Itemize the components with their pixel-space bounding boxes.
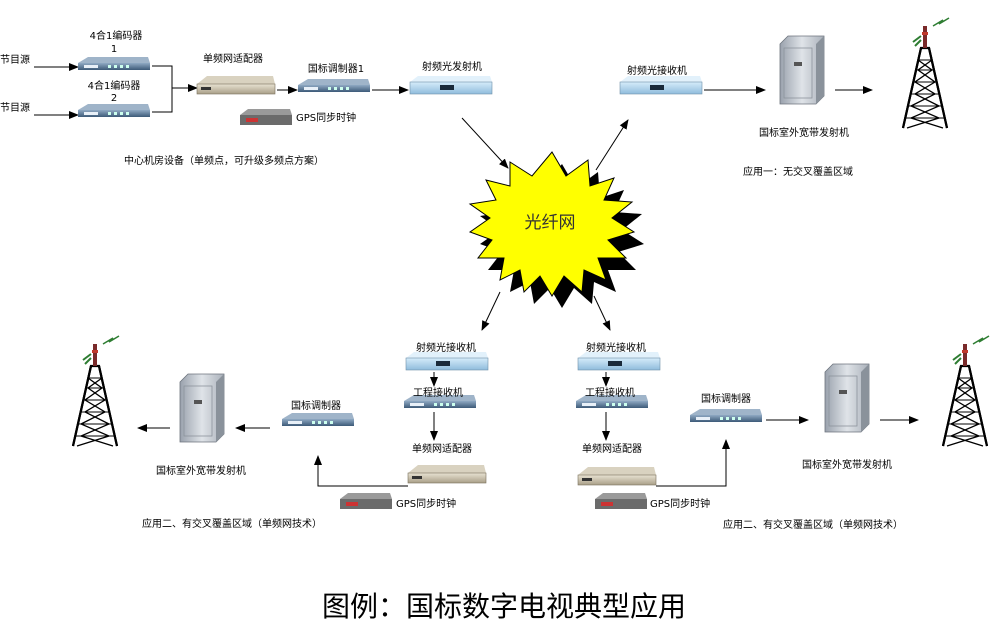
gps-right-device: [595, 493, 647, 509]
sfn-adapter-right-device: [577, 466, 657, 486]
transmitter-right-device: [824, 363, 870, 433]
encoder2-number: 2: [110, 93, 118, 104]
tower-left-icon: [71, 334, 121, 448]
app1-label: 应用一：无交叉覆盖区域: [743, 167, 853, 178]
figure-caption: 图例：国标数字电视典型应用: [321, 590, 686, 623]
gps-top-device: [240, 109, 292, 125]
tower-right-icon: [941, 334, 991, 448]
sfn-adapter-left-device: [407, 464, 487, 484]
modulator-right-device: [690, 409, 762, 422]
app2-left-label: 应用二、有交叉覆盖区域（单频网技术）: [142, 519, 322, 530]
eng-rx-right-label: 工程接收机: [585, 388, 635, 399]
gps-top-label: GPS同步时钟: [296, 113, 357, 124]
source1-label: 节目源: [0, 55, 30, 66]
gps-right-label: GPS同步时钟: [650, 499, 711, 510]
transmitter-top-label: 国标室外宽带发射机: [759, 128, 849, 139]
arrow-encoders-adapter: [152, 65, 173, 113]
rf-rx-top-device: [619, 75, 703, 95]
arrow-fiber-rfrx-top: [595, 119, 629, 171]
transmitter-left-label: 国标室外宽带发射机: [156, 466, 246, 477]
fiber-label: 光纤网: [524, 213, 576, 233]
encoder2-label: 4合1编码器: [87, 81, 141, 92]
rf-rx-right-label: 射频光接收机: [586, 343, 646, 354]
gps-left-label: GPS同步时钟: [396, 499, 457, 510]
rf-rx-top-label: 射频光接收机: [627, 66, 687, 77]
center-note: 中心机房设备（单频点，可升级多频点方案）: [124, 156, 324, 167]
encoder1-label: 4合1编码器: [89, 31, 143, 42]
fiber-network: [468, 151, 644, 308]
sfn-adapter-top-device: [196, 75, 276, 95]
rf-tx-device: [409, 75, 493, 95]
transmitter-left-device: [179, 373, 225, 443]
app2-right-label: 应用二、有交叉覆盖区域（单频网技术）: [723, 520, 903, 531]
encoder2-device: [78, 104, 150, 117]
transmitter-right-label: 国标室外宽带发射机: [802, 460, 892, 471]
sfn-adapter-left-label: 单频网适配器: [412, 444, 472, 455]
sfn-adapter-right-label: 单频网适配器: [582, 444, 642, 455]
encoder1-device: [78, 57, 150, 70]
transmitter-top-device: [779, 35, 825, 105]
arrow-rftx-fiber: [461, 117, 509, 169]
modulator-left-label: 国标调制器: [291, 401, 341, 412]
rf-tx-label: 射频光发射机: [422, 62, 482, 73]
modulator1-label: 国标调制器1: [307, 64, 365, 75]
encoder1-number: 1: [110, 44, 118, 55]
arrow-adapter-modulator-right: [656, 439, 730, 487]
source2-label: 节目源: [0, 103, 30, 114]
arrow-adapter-modulator-left: [314, 455, 408, 487]
arrow-fiber-rfrx-right: [593, 295, 611, 331]
gps-left-device: [340, 493, 392, 509]
sfn-adapter-top-label: 单频网适配器: [203, 54, 263, 65]
modulator1-device: [298, 79, 370, 92]
arrow-fiber-rfrx-left: [481, 291, 501, 331]
tower-top-icon: [901, 16, 951, 130]
eng-rx-left-label: 工程接收机: [413, 388, 463, 399]
modulator-right-label: 国标调制器: [701, 394, 751, 405]
modulator-left-device: [282, 413, 354, 426]
rf-rx-left-label: 射频光接收机: [416, 343, 476, 354]
